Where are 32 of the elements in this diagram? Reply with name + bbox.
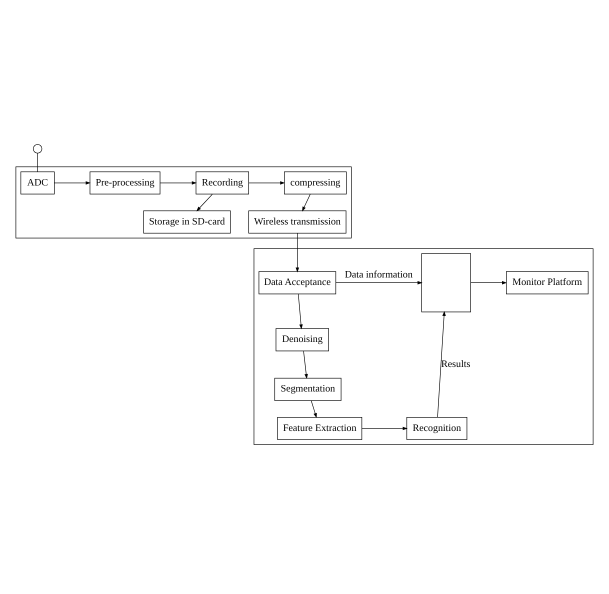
- arrow: [470, 281, 507, 284]
- arrow: [54, 181, 91, 185]
- arrow: [303, 350, 308, 379]
- edge-label: Data information: [344, 270, 413, 281]
- arrow: [298, 294, 303, 330]
- node-box: Segmentation: [274, 378, 342, 401]
- arrow: [248, 181, 286, 185]
- node-box: Recognition: [406, 416, 468, 440]
- cluster: [16, 166, 352, 238]
- node-box: ADC: [20, 171, 55, 194]
- node-box: Pre-processing: [90, 171, 160, 194]
- node-box: Recording: [196, 171, 249, 194]
- node-box: compressing: [284, 171, 347, 194]
- arrow: [336, 281, 423, 284]
- arrow: [160, 181, 197, 185]
- connector: [37, 152, 38, 172]
- arrow: [362, 426, 408, 430]
- arrow: [437, 310, 446, 418]
- cluster: [254, 248, 594, 445]
- node-circle: [32, 144, 42, 154]
- node-box: Wireless transmission: [248, 210, 346, 234]
- node-box: [421, 253, 471, 312]
- node-box: Data Acceptance: [258, 271, 336, 294]
- arrow: [296, 232, 300, 273]
- edge-label: Results: [441, 358, 470, 370]
- node-box: Feature Extraction: [277, 416, 362, 440]
- node-box: Monitor Platform: [506, 271, 588, 294]
- node-box: Storage in SD-card: [143, 210, 231, 234]
- arrow: [302, 194, 311, 212]
- node-box: Denoising: [276, 328, 329, 352]
- arrow: [196, 194, 213, 212]
- arrow: [310, 400, 317, 418]
